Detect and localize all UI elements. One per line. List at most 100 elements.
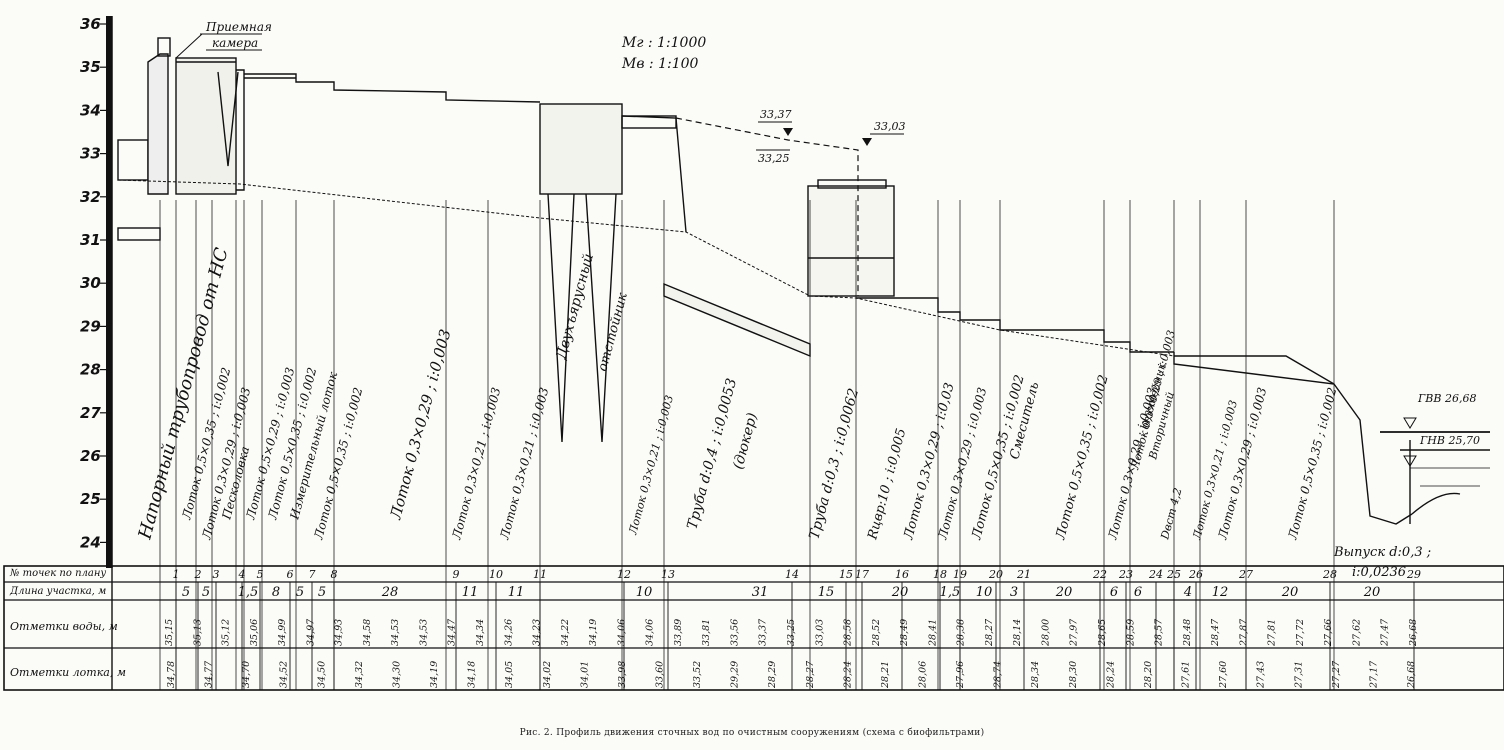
bottom-mark: 27,61 — [1181, 661, 1192, 689]
water-mark: 34,06 — [645, 619, 656, 646]
bottom-mark: 34,50 — [316, 661, 327, 688]
bottom-mark: 28,21 — [880, 661, 891, 689]
bottom-mark: 27,43 — [1256, 661, 1267, 689]
water-mark: 27,81 — [1267, 619, 1278, 647]
structures — [117, 37, 1490, 525]
bottom-mark: 27,31 — [1293, 661, 1304, 689]
water-mark: 27,97 — [1069, 618, 1080, 647]
segment-length: 6 — [1110, 585, 1118, 600]
point-number: 20 — [988, 568, 1003, 581]
water-mark: 33,56 — [729, 619, 740, 646]
point-number: 9 — [453, 568, 460, 581]
water-level-markers — [1403, 417, 1417, 467]
bottom-mark: 27,17 — [1368, 660, 1379, 689]
bottom-mark: 34,19 — [429, 661, 440, 688]
row-points-label: № точек по плану — [9, 568, 106, 579]
section-label: Лоток 0,5×0,35 ; i:0,002 — [1285, 386, 1339, 542]
water-mark: 28,59 — [1125, 619, 1136, 647]
point-number: 19 — [953, 568, 967, 581]
water-mark: 34,53 — [390, 619, 401, 646]
point-number: 5 — [257, 568, 264, 581]
water-mark: 34,58 — [362, 619, 373, 646]
segment-length: 20 — [1363, 585, 1381, 600]
low-water-level: ГНВ 25,70 — [1419, 434, 1480, 447]
bottom-mark: 33,52 — [692, 661, 703, 688]
section-label: Лоток 0,3×0,21 ; i:0,003 — [626, 394, 676, 537]
segment-length: 31 — [752, 585, 769, 600]
water-mark: 35,06 — [249, 619, 260, 646]
water-mark: 28,49 — [899, 619, 910, 647]
water-mark: 33,25 — [786, 619, 797, 646]
water-mark: 28,48 — [1182, 619, 1193, 647]
bottom-mark: 28,24 — [1105, 661, 1116, 689]
point-number: 17 — [855, 568, 869, 581]
point-number: 25 — [1166, 568, 1181, 581]
bottom-mark: 34,32 — [354, 661, 365, 688]
water-mark: 28,41 — [927, 619, 938, 647]
section-label: Лоток 0,5×0,35 ; i:0,002 — [1053, 373, 1112, 542]
water-mark: 33,89 — [673, 619, 684, 646]
water-mark: 33,81 — [701, 619, 712, 646]
section-label: (дюкер) — [730, 411, 760, 471]
bottom-mark: 34,02 — [542, 661, 553, 688]
elevation-tick: 29 — [80, 317, 101, 335]
point-number: 23 — [1118, 568, 1133, 581]
water-mark: 34,99 — [277, 619, 288, 646]
elevation-tick: 36 — [80, 15, 101, 33]
point-number: 12 — [617, 568, 631, 581]
water-mark: 27,66 — [1323, 619, 1334, 647]
water-mark: 28,27 — [984, 618, 995, 647]
point-number: 24 — [1148, 568, 1163, 581]
high-water-level: ГВВ 26,68 — [1417, 392, 1476, 405]
water-mark: 35,13 — [192, 619, 203, 646]
water-mark: 33,03 — [814, 619, 825, 646]
point-number: 1 — [173, 568, 180, 581]
bottom-mark: 28,29 — [767, 661, 778, 689]
water-mark: 28,52 — [871, 619, 882, 647]
water-mark: 34,26 — [503, 619, 514, 646]
water-mark: 28,38 — [956, 619, 967, 647]
point-number: 27 — [1238, 568, 1253, 581]
segment-length: 15 — [818, 585, 835, 600]
section-label: Лоток 0,3×0,29 ; i:0,003 — [386, 327, 454, 522]
section-label: Двухъярусный — [553, 252, 597, 362]
bottom-mark: 34,78 — [166, 661, 177, 688]
point-number: 26 — [1188, 568, 1203, 581]
section-label: Труба d:0,3 ; i:0,0062 — [806, 387, 862, 541]
segment-length: 6 — [1134, 585, 1142, 600]
bottom-mark: 33,60 — [654, 661, 665, 688]
bottom-mark: 28,30 — [1068, 661, 1079, 689]
point-number: 4 — [238, 568, 246, 581]
receiving-chamber-label-2: камера — [212, 36, 258, 50]
elevation-tick: 33 — [80, 145, 101, 163]
point-number: 7 — [309, 568, 316, 581]
section-label: Rцвр:10 ; i:0,005 — [865, 427, 909, 542]
bottom-mark: 29,29 — [730, 661, 741, 689]
bottom-mark: 27,96 — [955, 661, 966, 689]
water-mark: 34,34 — [475, 619, 486, 646]
row-bottom-label: Отметки лотка, м — [10, 666, 126, 679]
elevation-tick: 27 — [80, 404, 101, 422]
point-number: 8 — [331, 568, 338, 581]
bottom-mark: 28,27 — [805, 660, 816, 689]
segment-length: 5 — [202, 585, 210, 600]
segment-length: 3 — [1010, 585, 1018, 600]
elevation-tick: 28 — [80, 361, 101, 379]
segment-length: 1,5 — [940, 585, 961, 600]
segment-length: 10 — [976, 585, 993, 600]
point-number: 18 — [933, 568, 947, 581]
segment-length: 4 — [1183, 585, 1192, 600]
water-mark: 34,19 — [588, 619, 599, 646]
bottom-mark: 28,24 — [842, 661, 853, 689]
section-label: отстойник — [595, 291, 630, 373]
point-number: 2 — [194, 568, 202, 581]
bottom-mark: 27,27 — [1331, 660, 1342, 689]
figure-caption: Рис. 2. Профиль движения сточных вод по … — [519, 728, 985, 738]
elevation-tick: 35 — [80, 58, 101, 76]
bottom-mark: 28,74 — [993, 661, 1004, 689]
water-mark: 34,53 — [418, 619, 429, 646]
point-number: 10 — [489, 568, 503, 581]
segment-length: 20 — [1281, 585, 1299, 600]
